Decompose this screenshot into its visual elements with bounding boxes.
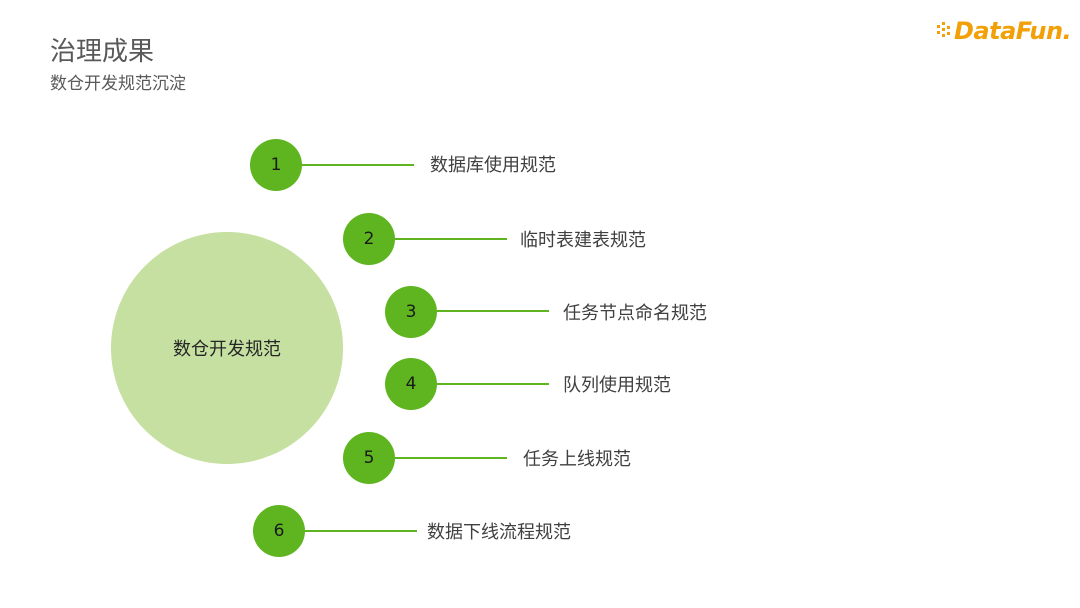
item-label-4: 队列使用规范 [563,375,671,396]
item-label-2: 临时表建表规范 [520,230,646,251]
page-subtitle: 数仓开发规范沉淀 [50,74,186,94]
item-node-6: 6 [253,505,305,557]
item-node-4: 4 [385,358,437,410]
item-label-3: 任务节点命名规范 [563,303,707,324]
datafun-logo: DataFun. [936,14,1072,48]
item-node-3: 3 [385,286,437,338]
item-connector-6 [305,530,417,532]
page-title: 治理成果 [50,37,155,67]
logo-text: DataFun. [954,17,1072,45]
item-connector-5 [395,457,507,459]
item-node-1: 1 [250,139,302,191]
item-connector-1 [302,164,414,166]
center-label: 数仓开发规范 [173,339,281,360]
item-label-6: 数据下线流程规范 [427,522,571,543]
item-connector-4 [437,383,549,385]
item-node-5: 5 [343,432,395,484]
item-label-1: 数据库使用规范 [430,155,556,176]
item-connector-3 [437,310,549,312]
center-circle: 数仓开发规范 [111,232,343,464]
item-label-5: 任务上线规范 [523,449,631,470]
item-connector-2 [395,238,507,240]
logo-dots-icon [937,22,950,37]
item-node-2: 2 [343,213,395,265]
